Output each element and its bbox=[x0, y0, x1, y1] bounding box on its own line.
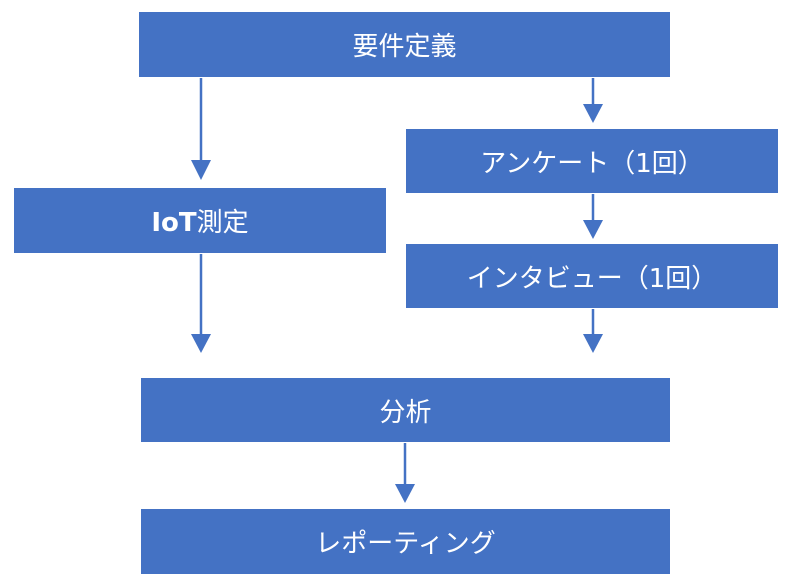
requirements-label: 要件定義 bbox=[352, 32, 457, 62]
arrowhead-requirements-to-iot bbox=[191, 160, 211, 180]
requirements-node: 要件定義 bbox=[139, 12, 670, 77]
reporting-node: レポーティング bbox=[141, 509, 670, 574]
arrowhead-interview-to-analysis bbox=[583, 334, 603, 353]
survey-label: アンケート（1回） bbox=[480, 148, 704, 179]
iot-measurement-label: IoT測定 bbox=[151, 202, 248, 239]
arrowhead-survey-to-interview bbox=[583, 220, 603, 239]
interview-node: インタビュー（1回） bbox=[406, 244, 778, 308]
arrowhead-requirements-to-survey bbox=[583, 104, 603, 123]
iot-measurement-node: IoT測定 bbox=[14, 188, 386, 253]
arrowhead-analysis-to-reporting bbox=[395, 484, 415, 503]
analysis-label: 分析 bbox=[379, 397, 432, 428]
iot-label-prefix: IoT bbox=[151, 208, 197, 238]
arrowhead-iot-to-analysis bbox=[191, 334, 211, 353]
iot-label-suffix: 測定 bbox=[196, 208, 249, 238]
survey-node: アンケート（1回） bbox=[406, 129, 778, 193]
reporting-label: レポーティング bbox=[315, 529, 496, 559]
analysis-node: 分析 bbox=[141, 378, 670, 442]
interview-label: インタビュー（1回） bbox=[466, 263, 718, 294]
